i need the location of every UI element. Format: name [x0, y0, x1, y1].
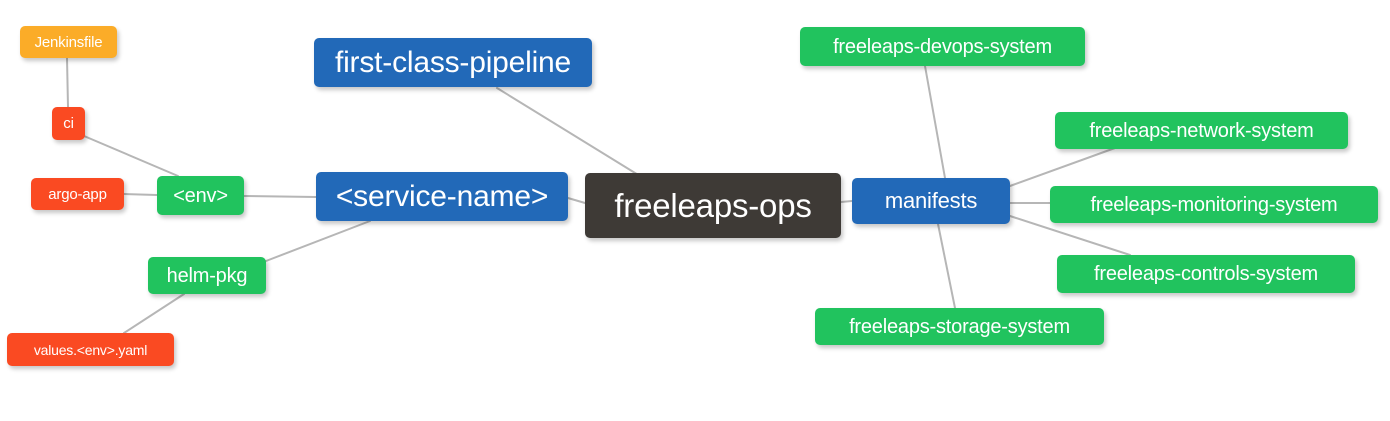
edge-root-service-name: [567, 197, 586, 204]
node-freeleaps-storage-system[interactable]: freeleaps-storage-system: [815, 308, 1104, 345]
edge-root-first-class-pipeline: [496, 87, 641, 177]
node-freeleaps-controls-system[interactable]: freeleaps-controls-system: [1057, 255, 1355, 293]
node-env[interactable]: <env>: [157, 176, 244, 215]
node-first-class-pipeline[interactable]: first-class-pipeline: [314, 38, 592, 87]
node-helm-pkg[interactable]: helm-pkg: [148, 257, 266, 294]
node-freeleaps-devops-system[interactable]: freeleaps-devops-system: [800, 27, 1085, 66]
node-label-freeleaps-devops-system: freeleaps-devops-system: [833, 35, 1052, 58]
node-freeleaps-ops[interactable]: freeleaps-ops: [585, 173, 841, 238]
node-label-ci: ci: [63, 115, 74, 132]
node-label-jenkinsfile: Jenkinsfile: [34, 33, 103, 51]
edge-manifests-storage-system: [937, 223, 956, 309]
node-label-first-class-pipeline: first-class-pipeline: [334, 45, 572, 79]
edge-ci-jenkinsfile: [66, 57, 69, 108]
node-values-env-yaml[interactable]: values.<env>.yaml: [7, 333, 174, 366]
node-label-values-env-yaml: values.<env>.yaml: [33, 341, 148, 358]
node-label-freeleaps-network-system: freeleaps-network-system: [1089, 119, 1314, 142]
node-service-name[interactable]: <service-name>: [316, 172, 568, 221]
node-label-service-name: <service-name>: [335, 179, 549, 213]
node-freeleaps-network-system[interactable]: freeleaps-network-system: [1055, 112, 1348, 149]
edge-service-name-helm-pkg: [265, 220, 371, 262]
edge-root-manifests: [840, 200, 853, 203]
edge-service-name-env: [243, 195, 317, 198]
node-argo-app[interactable]: argo-app: [31, 178, 124, 210]
node-label-freeleaps-storage-system: freeleaps-storage-system: [849, 315, 1070, 338]
node-label-freeleaps-monitoring-system: freeleaps-monitoring-system: [1090, 193, 1338, 216]
node-label-env: <env>: [173, 184, 228, 207]
edge-env-ci: [83, 135, 179, 177]
edge-env-argo-app: [123, 193, 158, 196]
node-label-argo-app: argo-app: [48, 185, 107, 203]
node-ci[interactable]: ci: [52, 107, 85, 140]
node-jenkinsfile[interactable]: Jenkinsfile: [20, 26, 117, 58]
node-label-freeleaps-ops: freeleaps-ops: [614, 187, 812, 224]
node-label-manifests: manifests: [884, 188, 978, 213]
edge-manifests-network-system: [1009, 147, 1116, 187]
edge-manifests-devops-system: [924, 65, 946, 179]
node-manifests[interactable]: manifests: [852, 178, 1010, 224]
node-label-freeleaps-controls-system: freeleaps-controls-system: [1094, 263, 1318, 285]
node-label-helm-pkg: helm-pkg: [166, 264, 248, 287]
edge-helm-pkg-values-yaml: [123, 293, 185, 334]
node-freeleaps-monitoring-system[interactable]: freeleaps-monitoring-system: [1050, 186, 1378, 223]
